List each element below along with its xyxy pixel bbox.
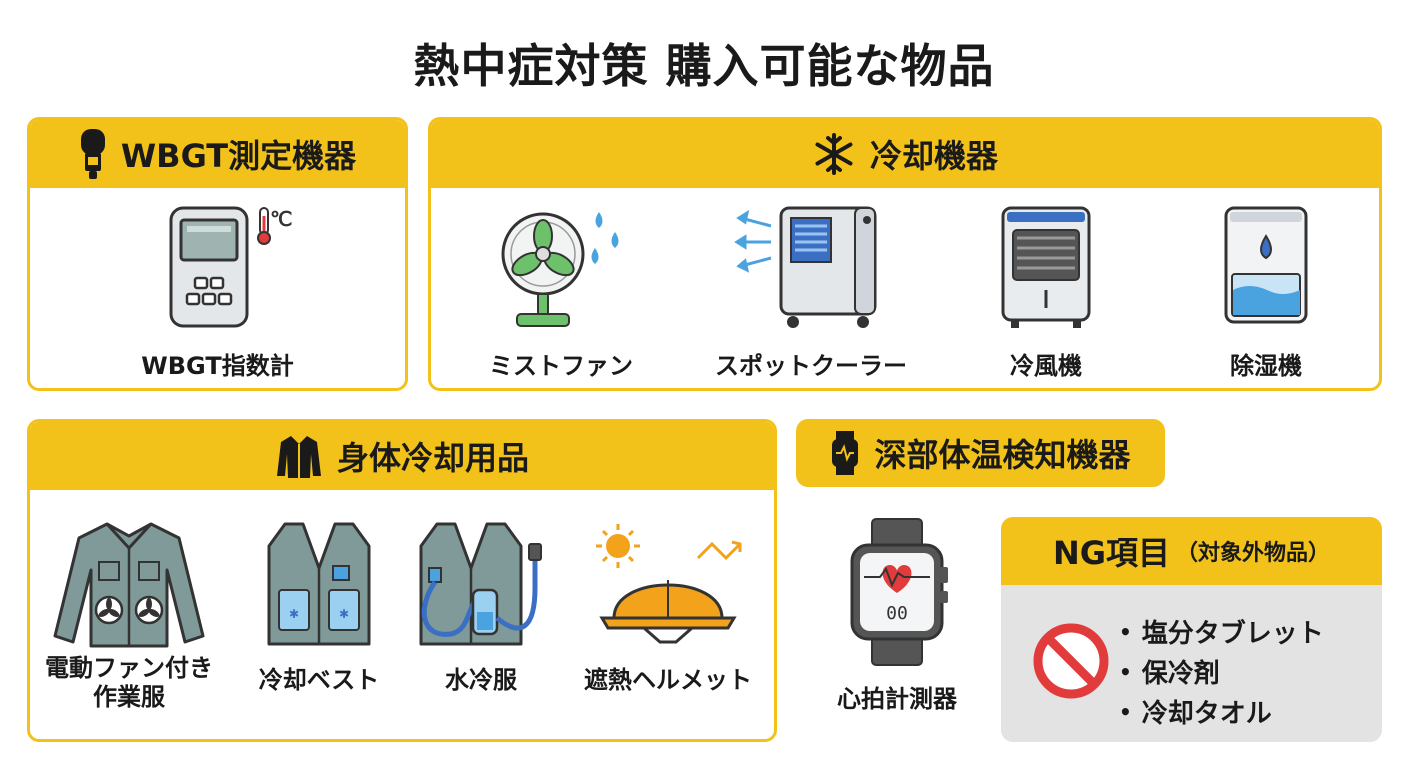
water-cooled-vest-icon	[419, 522, 542, 646]
watch-display-value: 00	[886, 603, 908, 624]
page-title: 熱中症対策 購入可能な物品	[413, 39, 995, 93]
heart-rate-watch-label: 心拍計測器	[837, 685, 957, 713]
body-cooling-section-title: 身体冷却用品	[336, 439, 529, 477]
ng-section: NG項目 （対象外物品） 塩分タブレット 保冷剤 冷却タオル	[1001, 517, 1382, 742]
heart-rate-watch-icon: 00	[850, 518, 948, 666]
ng-section-title: NG項目	[1052, 534, 1171, 572]
water-cooled-vest-item: 水冷服	[406, 518, 556, 695]
heart-rate-watch-item: 00 心拍計測器	[802, 517, 992, 714]
ng-item-salt-tablet: 塩分タブレット	[1119, 613, 1324, 653]
celsius-unit: ℃	[270, 209, 292, 231]
wbgt-section-header: WBGT測定機器	[30, 120, 405, 188]
ng-section-header: NG項目 （対象外物品）	[1001, 517, 1382, 585]
snowflake-icon	[815, 133, 853, 175]
wbgt-meter-icon: ℃	[169, 206, 292, 328]
body-cooling-section: 身体冷却用品 電動ファン付き 作業服 ✱ ✱ 冷却ベ	[27, 419, 777, 742]
core-temp-section-title: 深部体温検知機器	[874, 436, 1131, 474]
cooling-vest-item: ✱ ✱ 冷却ベスト	[244, 518, 394, 695]
cooling-section-header: 冷却機器	[431, 120, 1379, 188]
dehumidifier-item: 除湿機	[1186, 204, 1346, 381]
ng-section-subtitle: （対象外物品）	[1176, 541, 1331, 566]
wbgt-section-title: WBGT測定機器	[120, 137, 357, 175]
spot-cooler-label: スポットクーラー	[715, 352, 907, 380]
air-cooler-item: 冷風機	[966, 204, 1126, 381]
microphone-sensor-icon	[80, 129, 105, 179]
ng-list: 塩分タブレット 保冷剤 冷却タオル	[1119, 613, 1324, 733]
smartwatch-icon	[832, 431, 859, 475]
heat-shield-helmet-label: 遮熱ヘルメット	[584, 666, 752, 694]
spot-cooler-item: スポットクーラー	[696, 204, 926, 381]
fan-jacket-icon	[53, 522, 205, 648]
air-cooler-icon	[1001, 206, 1091, 328]
core-temp-section-header: 深部体温検知機器	[796, 419, 1165, 487]
dehumidifier-icon	[1224, 206, 1308, 324]
fan-jacket-label-line1: 電動ファン付き	[45, 654, 213, 682]
wbgt-section: WBGT測定機器 ℃ WBGT指数計	[27, 117, 408, 391]
mist-fan-icon	[501, 212, 619, 327]
air-cooler-label: 冷風機	[1010, 352, 1082, 380]
body-cooling-section-header: 身体冷却用品	[30, 422, 774, 490]
ng-item-ice-pack: 保冷剤	[1119, 653, 1324, 693]
water-cooled-vest-label: 水冷服	[445, 666, 517, 694]
wbgt-meter-label: WBGT指数計	[141, 352, 294, 380]
cooling-section-title: 冷却機器	[869, 137, 998, 175]
cooling-vest-label: 冷却ベスト	[258, 666, 380, 694]
heat-shield-helmet-icon	[596, 524, 742, 644]
svg-text:✱: ✱	[339, 607, 349, 621]
prohibited-icon	[1033, 623, 1109, 699]
jacket-icon	[276, 436, 321, 478]
cooling-vest-icon: ✱ ✱	[267, 522, 371, 646]
fan-jacket-item: 電動ファン付き 作業服	[34, 518, 224, 712]
cooling-section: 冷却機器 ミストファン	[428, 117, 1382, 391]
dehumidifier-label: 除湿機	[1230, 352, 1302, 380]
heat-shield-helmet-item: 遮熱ヘルメット	[568, 518, 768, 695]
mist-fan-label: ミストファン	[489, 352, 633, 380]
ng-item-cooling-towel: 冷却タオル	[1119, 693, 1324, 733]
fan-jacket-label-line2: 作業服	[93, 682, 165, 711]
spot-cooler-icon	[734, 206, 877, 328]
svg-text:✱: ✱	[289, 607, 299, 621]
wbgt-meter-item: ℃ WBGT指数計	[30, 204, 405, 381]
mist-fan-item: ミストファン	[471, 204, 651, 381]
